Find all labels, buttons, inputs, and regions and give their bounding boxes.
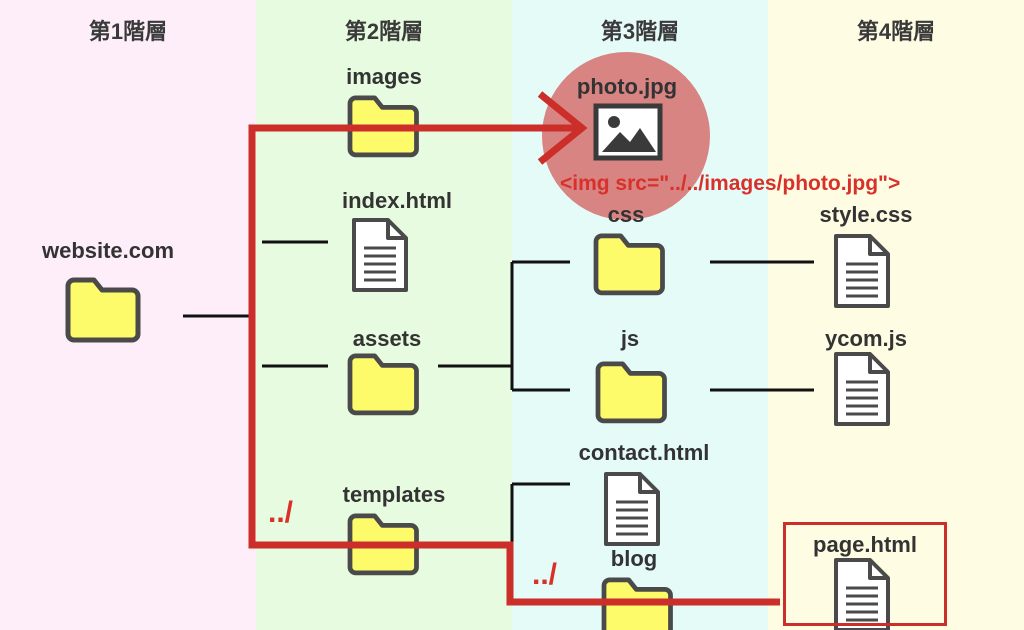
- node-blog: blog: [610, 546, 658, 571]
- current-page-highlight: [783, 522, 947, 626]
- folder-icon: [596, 236, 663, 293]
- node-ycom: ycom.js: [825, 326, 907, 351]
- node-images: images: [346, 64, 422, 89]
- node-style: style.css: [819, 202, 913, 227]
- folder-icon: [598, 364, 665, 421]
- doc-icon: [834, 352, 890, 426]
- node-website: website.com: [41, 238, 175, 263]
- folder-icon: [350, 356, 417, 413]
- node-assets: assets: [352, 326, 422, 351]
- parent-dir-annotation-2: ../: [532, 558, 558, 591]
- level-4-header: 第4階層: [856, 19, 936, 44]
- node-js: js: [620, 326, 640, 351]
- node-css: css: [607, 202, 645, 227]
- level-4-column: [768, 0, 1024, 630]
- img-tag-annotation: <img src="../../images/photo.jpg">: [560, 172, 901, 195]
- relative-path-route: [248, 91, 780, 606]
- image-icon: [593, 103, 663, 161]
- level-1-header: 第1階層: [88, 19, 168, 44]
- doc-icon: [352, 218, 408, 292]
- node-page: page.html: [813, 532, 917, 557]
- level-2-header: 第2階層: [344, 19, 424, 44]
- level-3-header: 第3階層: [600, 19, 680, 44]
- doc-icon: [834, 234, 890, 308]
- node-templates: templates: [342, 482, 446, 507]
- node-contact: contact.html: [578, 440, 710, 465]
- node-index: index.html: [341, 188, 452, 213]
- parent-dir-annotation-1: ../: [268, 496, 294, 529]
- doc-icon: [604, 472, 660, 546]
- node-photo: photo.jpg: [576, 74, 678, 99]
- folder-icon: [68, 280, 138, 340]
